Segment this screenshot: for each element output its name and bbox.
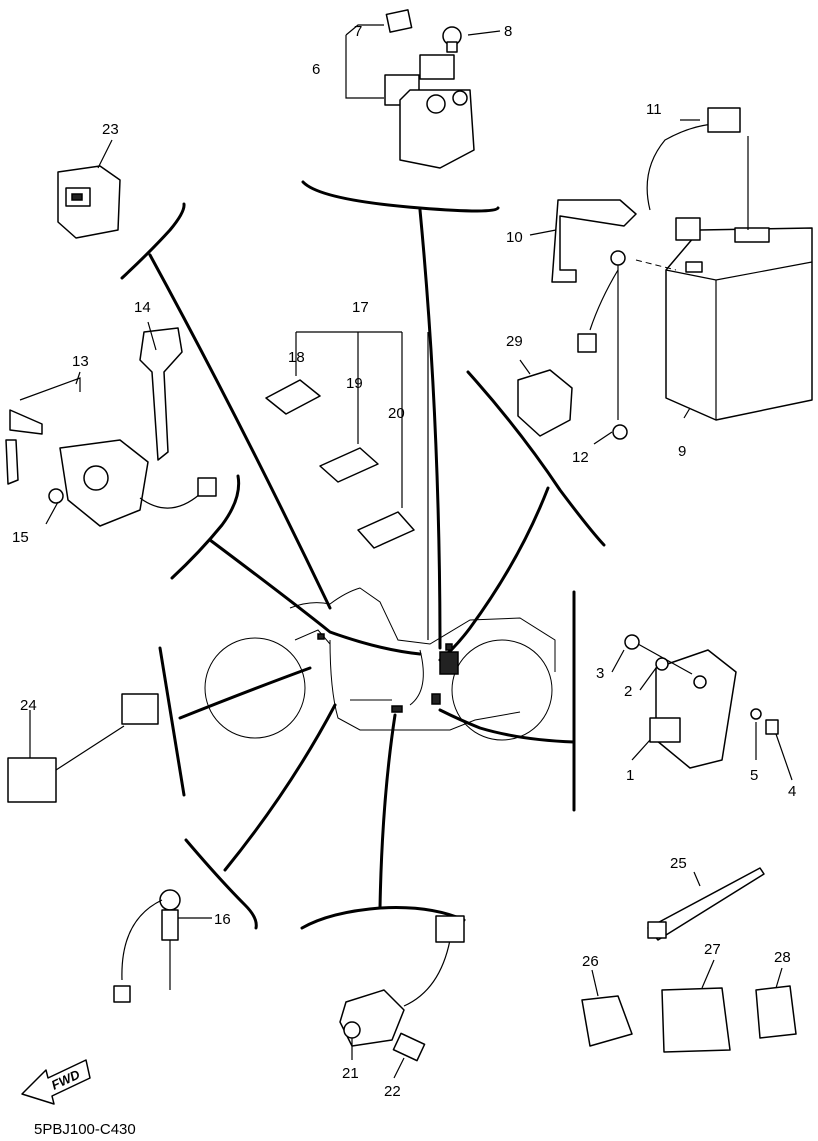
- clamps-and-ties: [581, 867, 797, 1053]
- callout-3: 3: [596, 665, 604, 682]
- harness-routing-lines: [120, 180, 606, 930]
- callout-11: 11: [646, 101, 662, 118]
- callout-23: 23: [102, 121, 119, 138]
- callout-12: 12: [572, 449, 589, 466]
- relay-23: [57, 165, 121, 239]
- callout-7: 7: [354, 23, 362, 40]
- callout-9: 9: [678, 443, 686, 460]
- battery-assembly: [551, 107, 813, 440]
- callout-leaders: [29, 24, 793, 1079]
- callout-4: 4: [788, 783, 796, 800]
- callout-labels: 1 2 3 4 5 6 7 8 9 10 11 12 13 14 15 16 1…: [12, 23, 796, 1100]
- motorcycle-silhouette: [204, 587, 556, 741]
- callout-10: 10: [506, 229, 523, 246]
- sensor-24: [7, 693, 159, 803]
- callout-6: 6: [312, 61, 320, 78]
- callout-28: 28: [774, 949, 791, 966]
- callout-15: 15: [12, 529, 29, 546]
- callout-20: 20: [388, 405, 405, 422]
- callout-29: 29: [506, 333, 523, 350]
- callout-16: 16: [214, 911, 231, 928]
- callout-21: 21: [342, 1065, 359, 1082]
- callout-27: 27: [704, 941, 721, 958]
- callout-18: 18: [288, 349, 305, 366]
- starter-relay-assembly: [384, 9, 475, 169]
- callout-17: 17: [352, 299, 369, 316]
- sensor-21: [339, 915, 465, 1062]
- callout-2: 2: [624, 683, 632, 700]
- rectifier-regulator-assembly: [624, 634, 779, 769]
- main-switch-assembly: [5, 327, 217, 527]
- forward-direction-arrow: FWD: [21, 1059, 91, 1105]
- callout-13: 13: [72, 353, 89, 370]
- callout-24: 24: [20, 697, 37, 714]
- relay-29: [517, 369, 573, 437]
- callout-19: 19: [346, 375, 363, 392]
- callout-26: 26: [582, 953, 599, 970]
- callout-22: 22: [384, 1083, 401, 1100]
- callout-1: 1: [626, 767, 634, 784]
- callout-5: 5: [750, 767, 758, 784]
- callout-8: 8: [504, 23, 512, 40]
- drawing-code: 5PBJ100-C430: [34, 1121, 136, 1138]
- callout-14: 14: [134, 299, 151, 316]
- switch-16: [113, 889, 181, 1003]
- fuses: [265, 331, 429, 640]
- callout-25: 25: [670, 855, 687, 872]
